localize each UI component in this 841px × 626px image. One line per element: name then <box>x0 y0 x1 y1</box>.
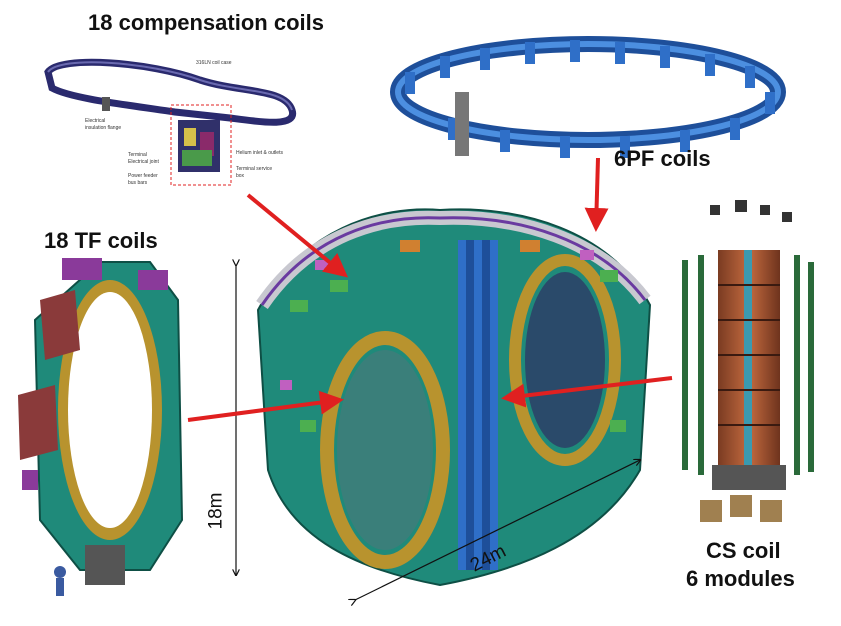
height-label: 18m <box>205 492 227 530</box>
dimension-lines <box>236 265 640 600</box>
callout-feeder-1: Power feeder <box>128 173 158 179</box>
callout-terminal-1: Terminal <box>128 152 147 158</box>
callout-service-2: box <box>236 173 245 179</box>
arrow-compensation <box>246 193 349 278</box>
cs-coil-label: CS coil <box>706 538 781 563</box>
cs-modules-label: 6 modules <box>686 566 795 591</box>
callout-feeder-2: bus bars <box>128 180 148 186</box>
callout-service-1: Terminal service <box>236 166 273 172</box>
pf-coil-drawing <box>390 36 786 158</box>
cs-coil-drawing <box>682 200 814 522</box>
callout-helium: Helium inlet & outlets <box>236 150 283 156</box>
compensation-coils-label: 18 compensation coils <box>88 10 324 35</box>
callout-terminal-2: Electrical joint <box>128 159 159 165</box>
arrow-pf <box>584 157 609 232</box>
pf-coils-label: 6PF coils <box>614 146 711 171</box>
tf-coils-label: 18 TF coils <box>44 228 158 253</box>
compensation-coil-drawing <box>44 58 297 186</box>
arrow-cs <box>501 376 673 408</box>
tf-coil-drawing <box>18 258 184 596</box>
callout-flange-2: insulation flange <box>85 125 122 131</box>
callout-flange-1: Electrical <box>85 118 106 124</box>
width-dimension-line <box>355 460 640 600</box>
callout-coil-case: 316LN coil case <box>196 60 232 66</box>
red-arrows <box>187 157 673 422</box>
arrow-tf <box>187 390 344 422</box>
tokamak-drawing <box>256 208 652 587</box>
